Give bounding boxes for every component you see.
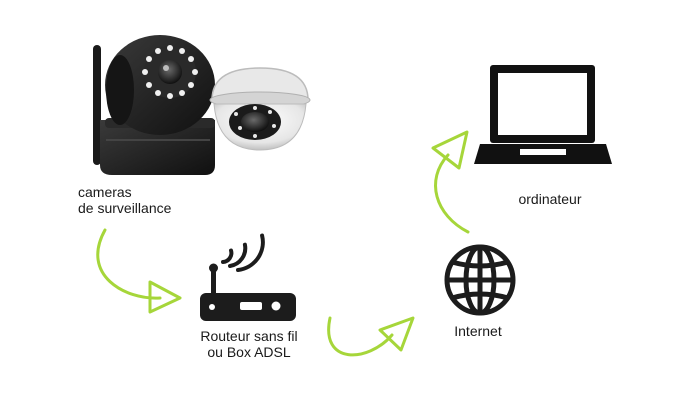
dome-camera-icon: [209, 67, 311, 151]
wireless-camera-icon: [93, 35, 215, 175]
cameras-label-line1: cameras: [78, 184, 132, 200]
internet-label: Internet: [438, 323, 518, 339]
cameras-label: cameras de surveillance: [78, 184, 171, 216]
arrow-router-to-internet: [327, 316, 415, 357]
router-label-line1: Routeur sans fil: [200, 328, 298, 344]
globe-icon: [444, 244, 516, 316]
arrow-cameras-to-router: [96, 228, 182, 314]
computer-label: ordinateur: [500, 191, 600, 207]
router-label: Routeur sans fil ou Box ADSL: [180, 328, 318, 360]
cameras-label-line2: de surveillance: [78, 200, 172, 216]
router-icon: [200, 233, 296, 321]
computer-label-text: ordinateur: [518, 191, 582, 207]
arrow-internet-to-computer: [431, 130, 470, 234]
router-label-line2: ou Box ADSL: [207, 344, 291, 360]
laptop-icon: [474, 65, 612, 164]
internet-label-text: Internet: [454, 323, 502, 339]
